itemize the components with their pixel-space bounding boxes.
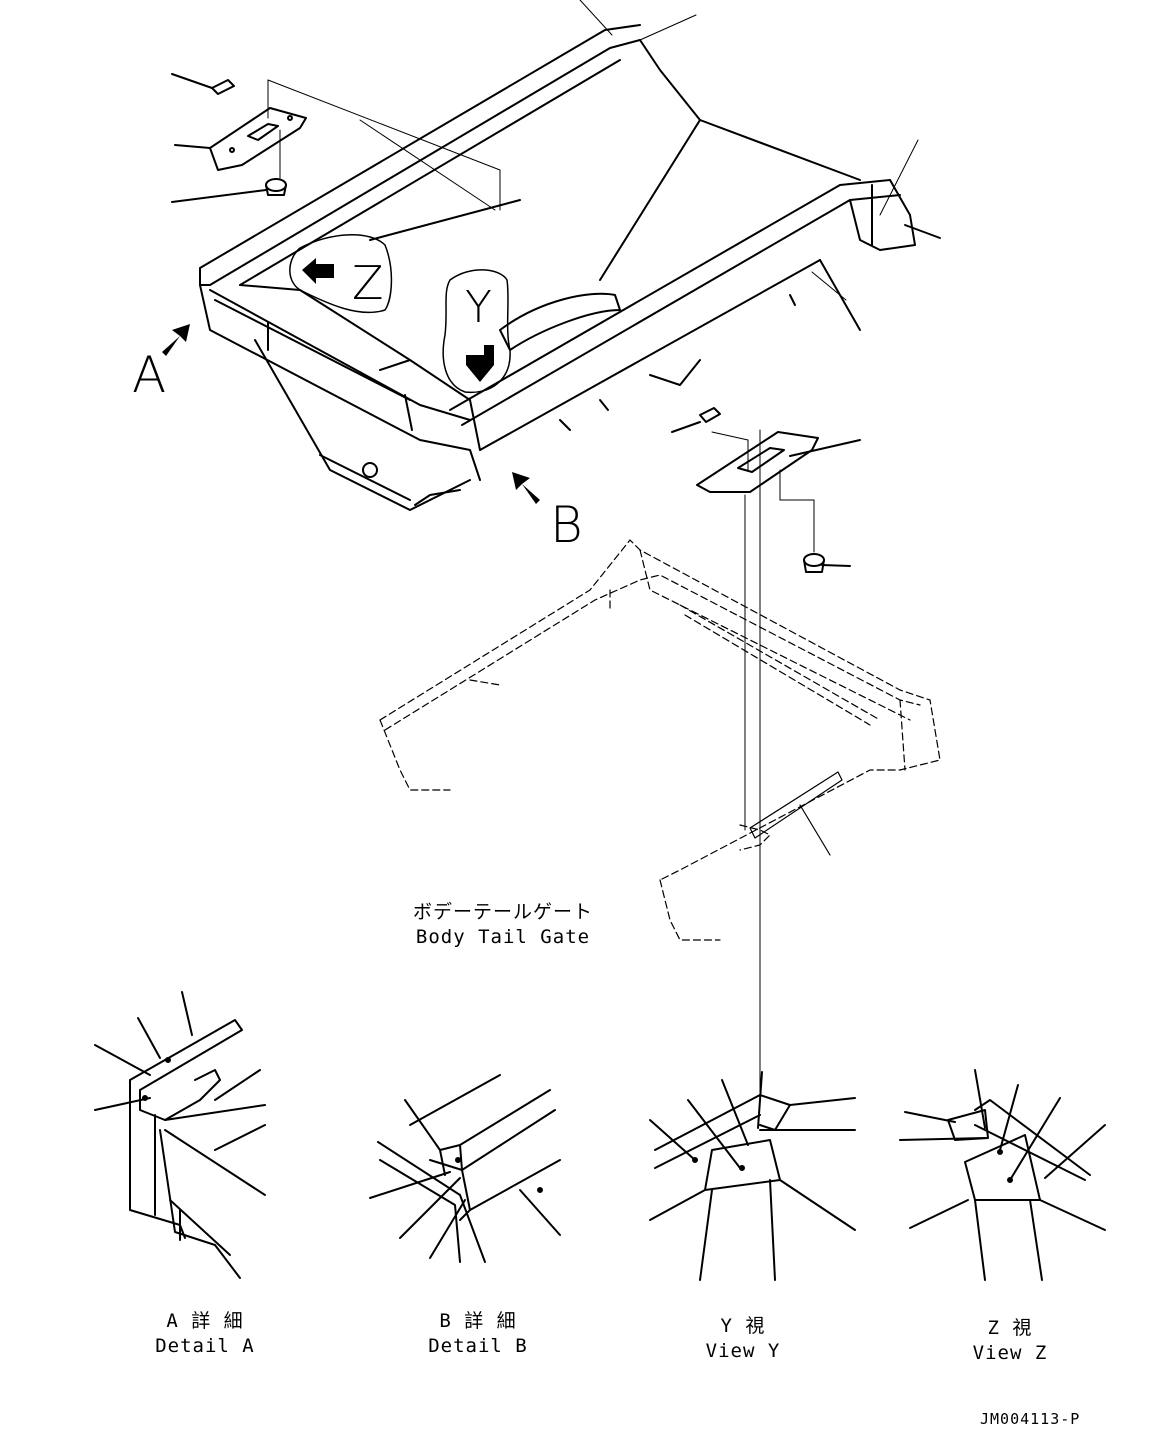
right-parts — [671, 407, 861, 1096]
tail-gate-english-caption: Body Tail Gate — [415, 926, 591, 948]
tail-gate-pad — [749, 771, 843, 856]
document-number: JM004113-P — [980, 1410, 1081, 1428]
arrow-z-icon — [302, 258, 334, 284]
view-z-drawing — [899, 1069, 1106, 1281]
view-z-japanese-caption: Z 視 — [987, 1317, 1033, 1339]
arrow-y-icon — [466, 345, 494, 382]
callout-label-b: B — [550, 496, 583, 554]
arrow-b-icon — [512, 472, 540, 504]
view-z-english-caption: View Z — [972, 1342, 1048, 1364]
detail-b-drawing — [369, 1074, 561, 1263]
cloud-y — [442, 269, 511, 394]
callout-clouds — [289, 234, 511, 394]
detail-a-japanese-caption: A 詳 細 — [166, 1310, 244, 1332]
view-y-english-caption: View Y — [705, 1340, 781, 1362]
tail-gate — [379, 539, 941, 941]
arrow-a-icon — [162, 324, 190, 356]
view-y-drawing — [649, 1071, 856, 1281]
detail-b-japanese-caption: B 詳 細 — [439, 1310, 517, 1332]
leader-lines — [579, 0, 919, 301]
callout-label-y: Y — [465, 282, 492, 333]
detail-a-drawing — [94, 991, 266, 1279]
cloud-z — [289, 234, 393, 314]
callout-label-z: Z — [352, 256, 384, 310]
view-y-japanese-caption: Y 視 — [720, 1315, 766, 1337]
upper-left-parts — [171, 73, 501, 211]
tail-gate-japanese-caption: ボデーテールゲート — [412, 901, 593, 923]
detail-a-english-caption: Detail A — [155, 1335, 255, 1357]
callout-label-a: A — [132, 346, 167, 404]
view-arrows — [162, 258, 540, 504]
detail-b-english-caption: Detail B — [428, 1335, 528, 1357]
